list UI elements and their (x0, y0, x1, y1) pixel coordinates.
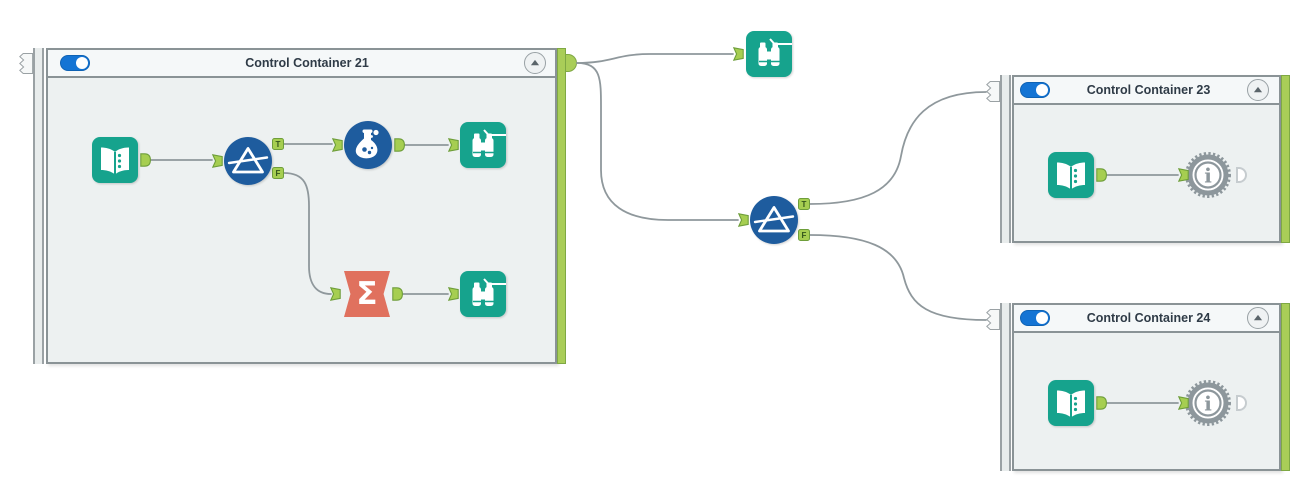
filter2-true-anchor[interactable]: T (798, 198, 810, 210)
sigma-glyph: Σ (356, 276, 378, 312)
input-data-tool-3[interactable] (1048, 380, 1094, 426)
input-data-tool-2[interactable] (1048, 152, 1094, 198)
container-21-enable-toggle[interactable] (60, 55, 90, 71)
connection-filter2-f-to-cc24[interactable] (809, 234, 987, 321)
container-23-enable-toggle[interactable] (1020, 82, 1050, 98)
browse-tool-1[interactable] (460, 122, 506, 168)
input-anchor[interactable] (733, 47, 744, 61)
binoculars-icon (472, 129, 506, 157)
container-left-rail (33, 48, 44, 364)
container-left-rail (1000, 75, 1011, 243)
macro-seal-info-icon: i (1185, 152, 1231, 198)
input-anchor[interactable] (1178, 168, 1189, 182)
filter1-false-anchor[interactable]: F (272, 167, 284, 179)
macro-tool-1[interactable]: i (1183, 150, 1233, 200)
binoculars-icon (472, 278, 506, 306)
container-23-collapse-button[interactable] (1247, 79, 1269, 101)
container-21-output-anchor[interactable] (566, 54, 577, 72)
container-21-title: Control Container 21 (245, 56, 369, 70)
control-container-23[interactable]: Control Container 23 (1012, 75, 1281, 243)
container-21-header[interactable]: Control Container 21 (48, 50, 555, 78)
macro2-output-anchor[interactable] (1236, 395, 1247, 411)
container-24-title: Control Container 24 (1086, 311, 1211, 325)
connection-filter2-t-to-cc23[interactable] (809, 91, 987, 205)
container-24-enable-toggle[interactable] (1020, 310, 1050, 326)
filter1-true-anchor[interactable]: T (272, 138, 284, 150)
macro1-output-anchor[interactable] (1236, 167, 1247, 183)
filter-funnel-icon (753, 206, 795, 233)
toggle-knob (76, 57, 88, 69)
browse-tool-2[interactable] (460, 271, 506, 317)
book-icon (1057, 390, 1085, 418)
container-21-collapse-button[interactable] (524, 52, 546, 74)
info-glyph: i (1204, 392, 1212, 416)
browse-tool-3[interactable] (746, 31, 792, 77)
output-anchor[interactable] (392, 287, 403, 301)
output-anchor[interactable] (394, 138, 405, 152)
input-anchor[interactable] (1178, 396, 1189, 410)
filter-funnel-icon (227, 147, 269, 174)
filter-tool-1[interactable] (224, 137, 272, 185)
output-anchor[interactable] (1096, 396, 1107, 410)
collapse-arrow-icon (530, 59, 540, 66)
binoculars-icon (758, 38, 792, 66)
summarize-tool[interactable]: Σ (344, 271, 390, 317)
container-24-header[interactable]: Control Container 24 (1014, 305, 1279, 333)
filter2-false-anchor[interactable]: F (798, 229, 810, 241)
input-anchor[interactable] (212, 154, 223, 168)
book-icon (1057, 162, 1085, 190)
collapse-arrow-icon (1253, 314, 1263, 321)
formula-tool[interactable] (344, 121, 392, 169)
container-23-title: Control Container 23 (1086, 83, 1211, 97)
container-23-header[interactable]: Control Container 23 (1014, 77, 1279, 105)
container-input-notch (986, 309, 1000, 330)
output-anchor[interactable] (1096, 168, 1107, 182)
book-icon (101, 147, 129, 175)
macro-seal-info-icon: i (1185, 380, 1231, 426)
input-anchor[interactable] (330, 287, 341, 301)
output-anchor[interactable] (140, 153, 151, 167)
container-21-output-bar[interactable] (557, 48, 566, 364)
collapse-arrow-icon (1253, 86, 1263, 93)
container-24-output-bar[interactable] (1281, 303, 1290, 471)
input-anchor[interactable] (448, 287, 459, 301)
input-anchor[interactable] (332, 138, 343, 152)
input-data-tool-1[interactable] (92, 137, 138, 183)
toggle-knob (1036, 312, 1048, 324)
macro-tool-2[interactable]: i (1183, 378, 1233, 428)
control-container-21[interactable]: Control Container 21 (46, 48, 557, 364)
flask-icon (355, 129, 379, 159)
container-left-rail (1000, 303, 1011, 471)
input-anchor[interactable] (738, 213, 749, 227)
input-anchor[interactable] (448, 138, 459, 152)
connection-cc21-to-browse3[interactable] (576, 53, 734, 64)
filter-tool-2[interactable] (750, 196, 798, 244)
toggle-knob (1036, 84, 1048, 96)
container-23-output-bar[interactable] (1281, 75, 1290, 243)
container-24-collapse-button[interactable] (1247, 307, 1269, 329)
container-input-notch (19, 53, 33, 74)
info-glyph: i (1204, 164, 1212, 188)
container-input-notch (986, 81, 1000, 102)
connection-cc21-to-filter2[interactable] (576, 62, 739, 221)
